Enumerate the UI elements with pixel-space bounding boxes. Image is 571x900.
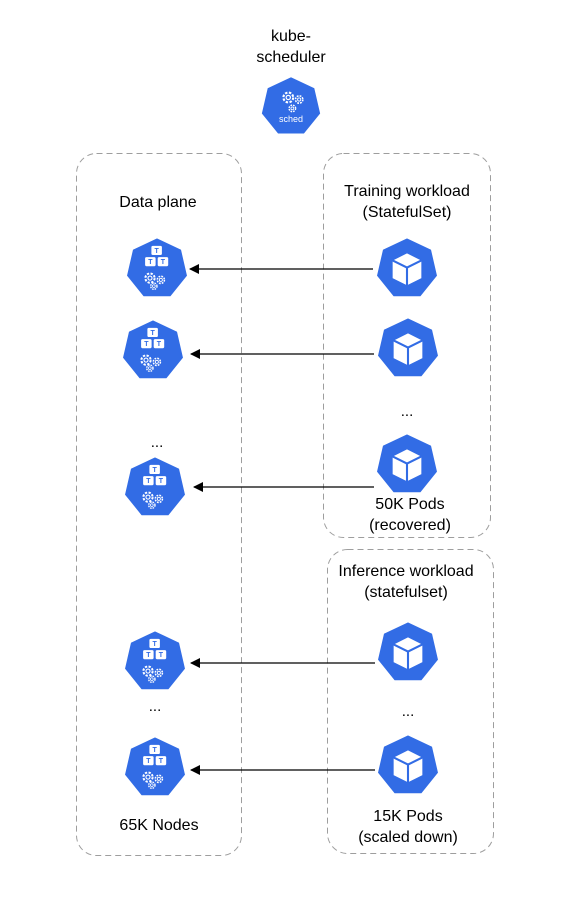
scheduler-label: kube- scheduler bbox=[256, 26, 325, 68]
training-footer-line2: (recovered) bbox=[369, 517, 451, 534]
scheduler-label-line2: scheduler bbox=[256, 49, 326, 66]
node-icon-2 bbox=[122, 319, 185, 380]
pod-icon-training-1 bbox=[376, 237, 439, 298]
training-footer: 50K Pods (recovered) bbox=[369, 494, 451, 536]
kube-scheduler-icon: sched bbox=[260, 76, 321, 135]
pod-icon-training-3 bbox=[376, 433, 439, 494]
training-workload-group bbox=[323, 153, 491, 538]
data-plane-ellipsis-1: ... bbox=[150, 434, 164, 451]
inference-title: Inference workload (statefulset) bbox=[338, 561, 473, 603]
pod-icon-inference-2 bbox=[377, 734, 440, 795]
inference-footer: 15K Pods (scaled down) bbox=[358, 806, 458, 848]
data-plane-ellipsis-2: ... bbox=[148, 698, 162, 715]
pod-icon-training-2 bbox=[377, 317, 440, 378]
training-title-line1: Training workload bbox=[344, 183, 470, 200]
inference-footer-line1: 15K Pods bbox=[373, 808, 443, 825]
inference-title-line2: (statefulset) bbox=[364, 584, 448, 601]
inference-workload-group bbox=[327, 549, 494, 854]
pod-icon-inference-1 bbox=[377, 621, 440, 682]
node-icon-5 bbox=[124, 736, 187, 797]
node-icon-3 bbox=[124, 456, 187, 517]
inference-footer-line2: (scaled down) bbox=[358, 829, 458, 846]
scheduler-icon-text: sched bbox=[279, 114, 303, 124]
training-title-line2: (StatefulSet) bbox=[362, 204, 452, 221]
training-ellipsis: ... bbox=[400, 403, 414, 420]
inference-ellipsis: ... bbox=[401, 703, 415, 720]
scheduler-label-line1: kube- bbox=[270, 28, 312, 45]
training-title: Training workload (StatefulSet) bbox=[344, 181, 470, 223]
data-plane-title: Data plane bbox=[119, 194, 197, 211]
inference-title-line1: Inference workload bbox=[338, 563, 474, 580]
data-plane-footer: 65K Nodes bbox=[119, 817, 199, 834]
training-footer-line1: 50K Pods bbox=[375, 496, 445, 513]
node-icon-4 bbox=[124, 630, 187, 691]
data-plane-group bbox=[76, 153, 242, 856]
node-icon-1 bbox=[126, 237, 189, 298]
